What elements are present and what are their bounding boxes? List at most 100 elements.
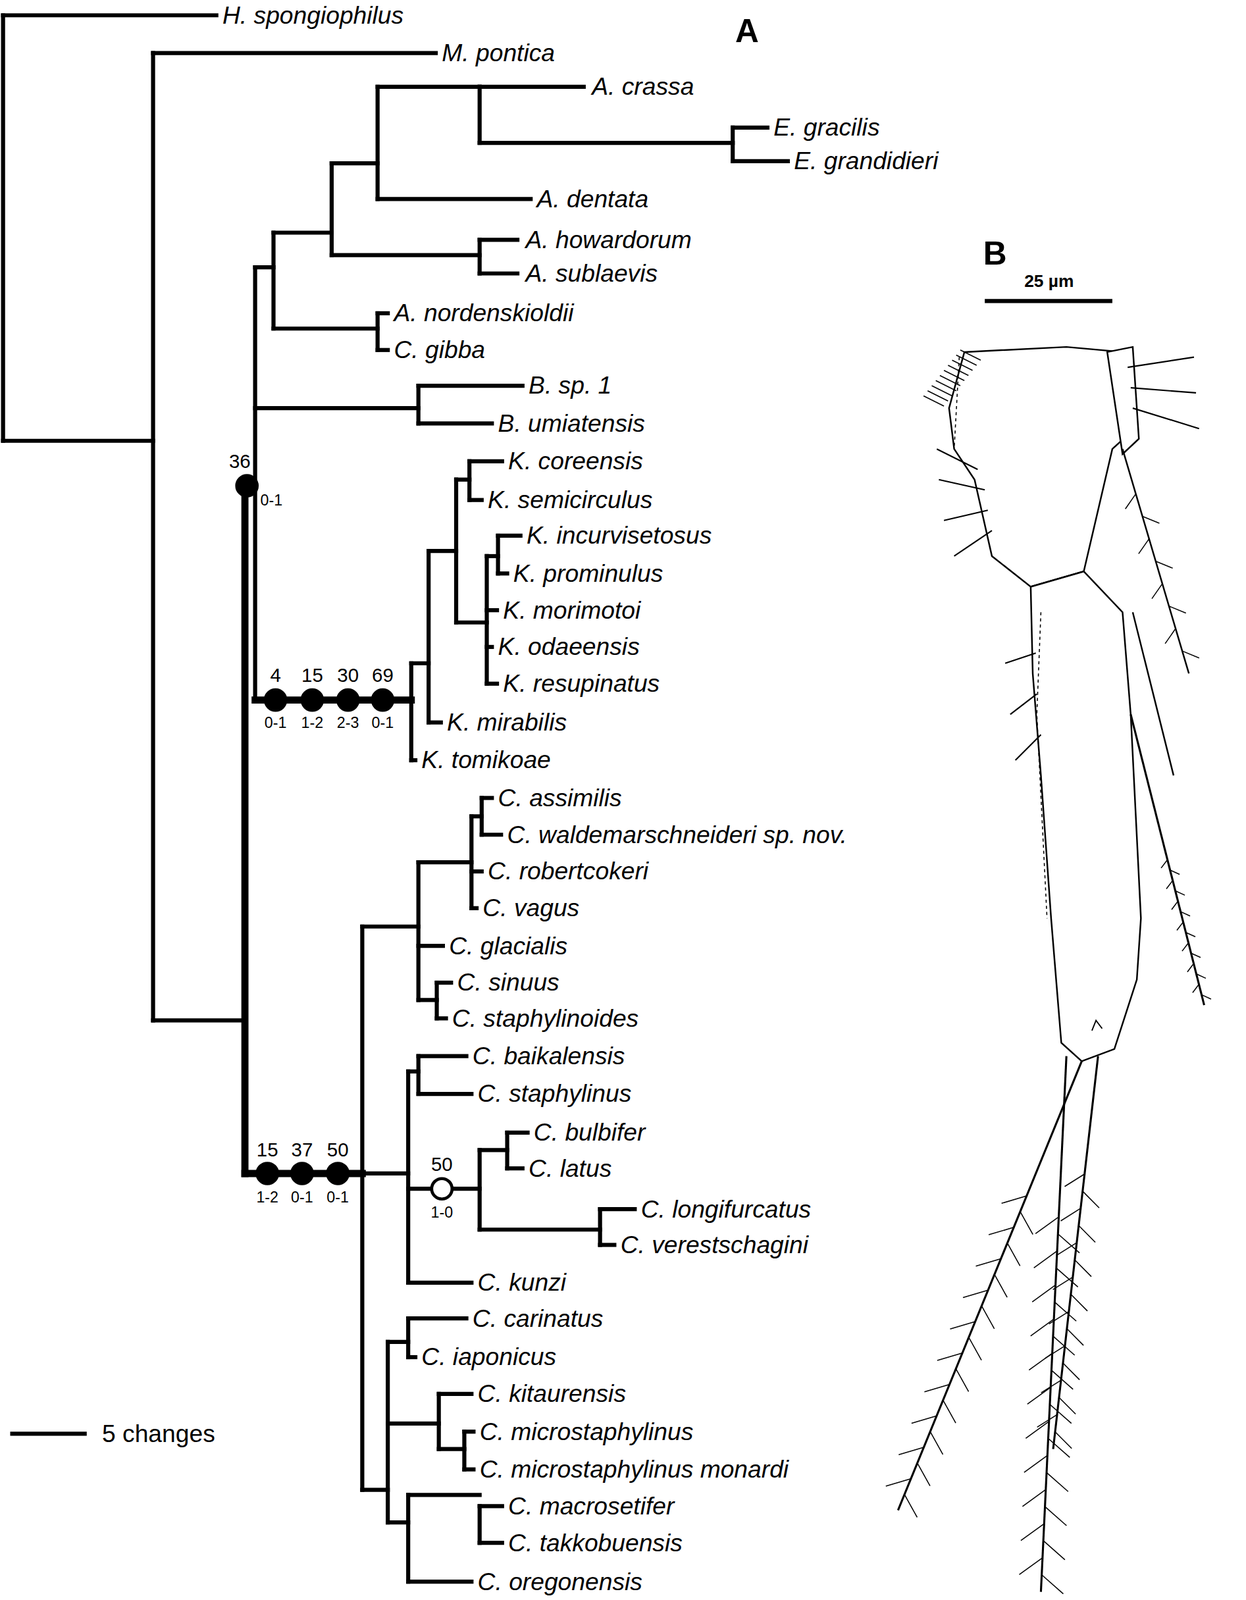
branch — [1, 13, 219, 18]
branch — [375, 84, 380, 202]
branch — [406, 1492, 411, 1584]
seta-hair — [1056, 1268, 1079, 1288]
state-change: 0-1 — [326, 1189, 349, 1205]
seta-hair — [1186, 932, 1196, 938]
branch — [360, 924, 420, 929]
seta-hair — [976, 1259, 1002, 1267]
branch — [434, 1016, 448, 1021]
character-number: 4 — [269, 666, 281, 686]
branch — [406, 1579, 474, 1584]
taxon-name: K. morimotoi — [502, 598, 641, 623]
seta-hair — [1032, 1284, 1056, 1302]
branch — [477, 1147, 482, 1232]
seta-hair — [955, 1369, 969, 1393]
branch — [252, 406, 420, 411]
branch — [375, 84, 482, 89]
character-dot — [372, 689, 393, 711]
state-change: 0-1 — [260, 492, 284, 508]
seta-hair — [1048, 1438, 1071, 1458]
branch — [477, 1504, 505, 1508]
branch — [504, 1130, 509, 1171]
seta-hair — [1182, 650, 1200, 659]
taxon-name: B. sp. 1 — [528, 373, 612, 398]
character-number: 36 — [229, 451, 251, 471]
taxon-name: K. mirabilis — [446, 710, 567, 735]
branch — [467, 459, 472, 503]
character-number: 50 — [431, 1154, 453, 1174]
character-dot — [236, 475, 258, 496]
state-change: 1-0 — [431, 1204, 454, 1220]
seta-hair — [1074, 1259, 1092, 1277]
branch — [385, 1421, 442, 1426]
branch — [375, 311, 380, 353]
seta-hair — [1053, 1276, 1073, 1290]
taxon-name: C. robertcokeri — [487, 858, 649, 884]
branch — [416, 383, 421, 426]
character-number: 37 — [291, 1140, 314, 1160]
seta-hair — [1024, 1455, 1048, 1473]
seta-hair — [917, 1463, 931, 1487]
branch — [150, 51, 155, 1023]
branch — [598, 1207, 603, 1247]
branch — [426, 720, 443, 725]
taxon-name: K. semicirculus — [487, 487, 653, 513]
seta-hair — [1020, 1211, 1033, 1235]
branch — [426, 548, 459, 553]
branch — [477, 1504, 482, 1545]
branch — [271, 230, 276, 331]
branch — [469, 906, 479, 911]
furca-illustration — [885, 346, 1212, 1594]
branch — [437, 1392, 474, 1397]
seta-hair — [1125, 493, 1137, 509]
taxon-name: C. waldemarschneideri sp. nov. — [507, 822, 848, 848]
seta-hair — [962, 1290, 988, 1298]
seta-hair — [937, 1353, 963, 1361]
branch — [426, 548, 431, 725]
branch — [406, 1492, 482, 1497]
taxon-name: K. odaeensis — [498, 634, 640, 659]
branch — [416, 943, 445, 948]
seta-hair — [1030, 1319, 1054, 1337]
branch — [730, 125, 770, 130]
branch — [462, 1429, 476, 1434]
taxon-name: A. howardorum — [525, 227, 692, 253]
seta-hair — [1045, 1506, 1067, 1526]
seta-hair — [1053, 1336, 1075, 1356]
branch — [479, 795, 495, 800]
taxon-name: C. glacialis — [448, 934, 568, 959]
state-change: 1-2 — [301, 714, 324, 730]
taxon-name: B. umiatensis — [498, 411, 646, 436]
branch — [416, 383, 525, 388]
seta-hair — [1051, 1370, 1073, 1390]
seta-hair — [911, 1415, 937, 1424]
taxon-name: C. bulbifer — [533, 1120, 646, 1145]
state-change: 1-2 — [256, 1189, 279, 1205]
taxon-name: K. prominulus — [513, 561, 663, 586]
branch — [467, 459, 505, 464]
seta-hair — [1170, 870, 1180, 875]
taxon-name: C. sinuus — [457, 970, 560, 995]
branch — [329, 161, 334, 258]
tree-branches — [1, 13, 790, 1584]
seta-hair — [930, 1431, 943, 1455]
branch — [437, 1392, 442, 1452]
branch — [416, 860, 421, 1003]
seta-hair — [885, 1479, 911, 1487]
seta-hair — [988, 1227, 1014, 1235]
figure-label: A — [735, 14, 759, 48]
character-dot — [337, 689, 359, 711]
seta-hair — [1057, 1242, 1077, 1256]
seta-hair — [949, 1321, 975, 1329]
character-number: 15 — [301, 666, 324, 686]
seta-hair — [1045, 1346, 1065, 1359]
character-dot — [265, 689, 286, 711]
branch — [409, 758, 418, 763]
taxon-name: C. kitaurensis — [477, 1381, 626, 1406]
seta-hair — [1180, 911, 1191, 917]
branch — [375, 311, 391, 316]
taxon-name: K. coreensis — [508, 448, 644, 474]
character-dot — [302, 689, 323, 711]
branch — [477, 1147, 510, 1152]
taxon-name: C. carinatus — [472, 1306, 604, 1331]
character-dot — [257, 1163, 278, 1184]
